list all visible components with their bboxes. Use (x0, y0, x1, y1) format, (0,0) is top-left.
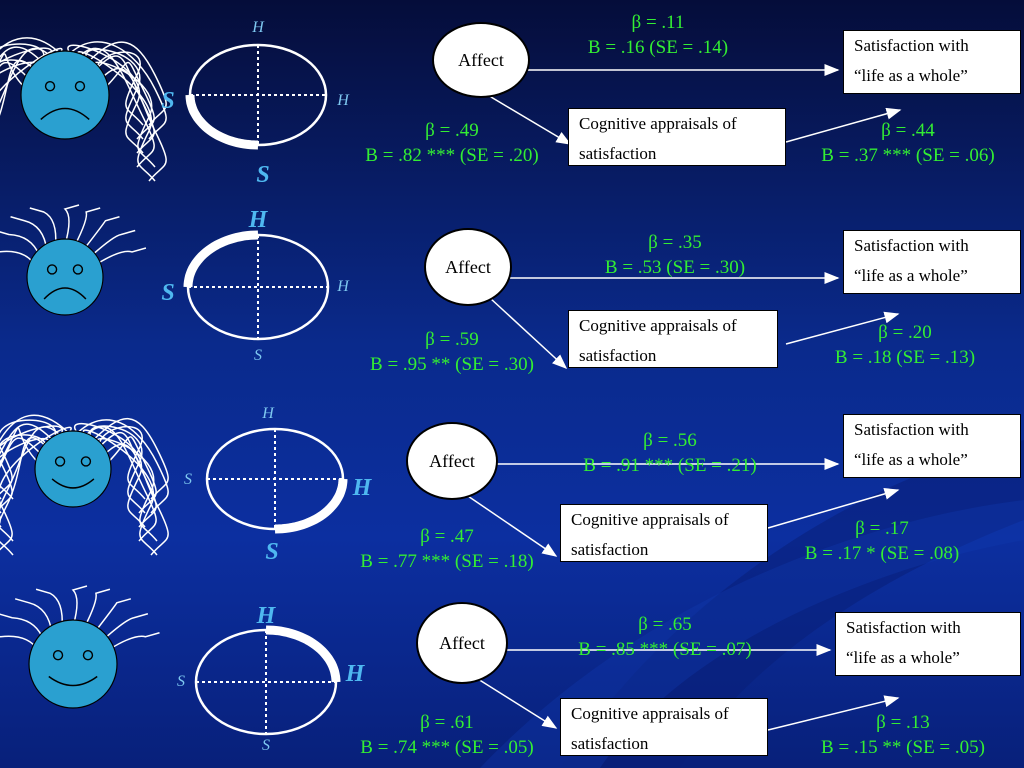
hair-icon (0, 414, 169, 556)
circumplex-diagram (194, 625, 341, 736)
stat-cognitive-outcome: β = .20 B = .18 (SE = .13) (835, 320, 975, 370)
cognitive-appraisals-box: Cognitive appraisals of satisfaction (568, 310, 778, 368)
axis-label-right: H (345, 661, 365, 687)
life-satisfaction-box: Satisfaction with “life as a whole” (843, 30, 1021, 94)
stat-cognitive-outcome: β = .44 B = .37 *** (SE = .06) (821, 118, 994, 168)
stat-cognitive-outcome: β = .17 B = .17 * (SE = .08) (805, 516, 959, 566)
axis-label-bottom: S (256, 162, 270, 188)
beta-value: β = .49 (425, 120, 479, 141)
axis-label-right: H (352, 475, 372, 501)
axis-label-right: H (337, 92, 349, 109)
axis-label-top: H (248, 207, 268, 233)
axis-label-top: H (262, 405, 274, 422)
cognitive-appraisals-box: Cognitive appraisals of satisfaction (560, 698, 768, 756)
stat-cognitive-outcome: β = .13 B = .15 ** (SE = .05) (821, 710, 985, 760)
stat-affect-cognitive: β = .61 B = .74 *** (SE = .05) (360, 710, 533, 760)
axis-label-top: H (252, 19, 264, 36)
beta-value: β = .56 (643, 430, 697, 451)
panel-graphics (0, 37, 902, 182)
axis-label-left: S (161, 280, 175, 306)
b-value: B = .82 *** (SE = .20) (365, 145, 539, 166)
beta-value: β = .61 (420, 712, 474, 733)
life-satisfaction-box: Satisfaction with “life as a whole” (835, 612, 1021, 676)
arrow-affect-to-cognitive (469, 673, 558, 729)
beta-value: β = .20 (878, 322, 932, 343)
axis-label-left: S (177, 673, 185, 690)
highlighted-quadrant (265, 625, 341, 683)
b-value: B = .15 ** (SE = .05) (821, 737, 985, 758)
sad-face-icon (20, 50, 110, 140)
arrow-affect-to-cognitive (485, 93, 572, 145)
b-value: B = .16 (SE = .14) (587, 37, 729, 58)
axis-label-right: H (337, 278, 349, 295)
hair-icon (0, 37, 167, 182)
axis-label-left: S (184, 471, 192, 488)
stat-affect-outcome: β = .35 B = .53 (SE = .30) (605, 230, 745, 280)
stat-affect-cognitive: β = .49 B = .82 *** (SE = .20) (365, 118, 538, 168)
stat-affect-cognitive: β = .47 B = .77 *** (SE = .18) (360, 524, 533, 574)
stat-affect-outcome: β = .56 B = .91 *** (SE = .21) (583, 428, 756, 478)
beta-value: β = .13 (876, 712, 930, 733)
b-value: B = .85 *** (SE = .07) (578, 639, 752, 660)
b-value: B = .77 *** (SE = .18) (360, 551, 534, 572)
axis-label-left: S (161, 88, 175, 114)
axis-label-top: H (256, 603, 276, 629)
beta-value: β = .11 (631, 12, 685, 33)
affect-node: Affect (406, 422, 498, 500)
beta-value: β = .17 (855, 518, 909, 539)
stat-affect-outcome: β = .65 B = .85 *** (SE = .07) (578, 612, 751, 662)
b-value: B = .18 (SE = .13) (834, 347, 976, 368)
axis-label-bottom: S (265, 539, 279, 565)
arrow-cognitive-to-outcome (785, 107, 902, 143)
beta-value: β = .65 (638, 614, 692, 635)
beta-value: β = .59 (425, 329, 479, 350)
beta-value: β = .47 (420, 526, 474, 547)
life-satisfaction-box: Satisfaction with “life as a whole” (843, 414, 1021, 478)
sad-face-icon (26, 238, 104, 316)
b-value: B = .91 *** (SE = .21) (583, 455, 757, 476)
stat-affect-cognitive: β = .59 B = .95 ** (SE = .30) (370, 327, 534, 377)
arrow-cognitive-to-outcome (785, 311, 900, 345)
arrow-affect-to-cognitive (461, 491, 558, 557)
arrow-cognitive-to-outcome (767, 695, 900, 731)
life-satisfaction-box: Satisfaction with “life as a whole” (843, 230, 1021, 294)
happy-face-icon (28, 619, 118, 709)
b-value: B = .74 *** (SE = .05) (360, 737, 534, 758)
affect-node: Affect (432, 22, 530, 98)
beta-value: β = .44 (881, 120, 935, 141)
highlighted-quadrant (183, 230, 259, 288)
axis-label-bottom: S (262, 737, 270, 754)
circumplex-diagram (185, 43, 328, 150)
cognitive-appraisals-box: Cognitive appraisals of satisfaction (560, 504, 768, 562)
highlighted-quadrant (185, 94, 259, 150)
panel-graphics (0, 204, 900, 370)
b-value: B = .95 ** (SE = .30) (370, 354, 534, 375)
affect-node: Affect (424, 228, 512, 306)
cognitive-appraisals-box: Cognitive appraisals of satisfaction (568, 108, 786, 166)
panel-graphics (0, 414, 900, 557)
b-value: B = .53 (SE = .30) (604, 257, 746, 278)
happy-face-icon (34, 430, 112, 508)
affect-node: Affect (416, 602, 508, 684)
circumplex-diagram (183, 230, 330, 341)
circumplex-diagram (205, 427, 348, 534)
b-value: B = .37 *** (SE = .06) (821, 145, 995, 166)
arrow-cognitive-to-outcome (767, 488, 900, 529)
beta-value: β = .35 (648, 232, 702, 253)
stat-affect-outcome: β = .11 B = .16 (SE = .14) (588, 10, 728, 60)
panel-graphics (0, 585, 900, 736)
arrow-affect-to-cognitive (489, 297, 568, 370)
b-value: B = .17 * (SE = .08) (804, 543, 960, 564)
highlighted-quadrant (274, 478, 348, 534)
axis-label-bottom: S (254, 347, 262, 364)
